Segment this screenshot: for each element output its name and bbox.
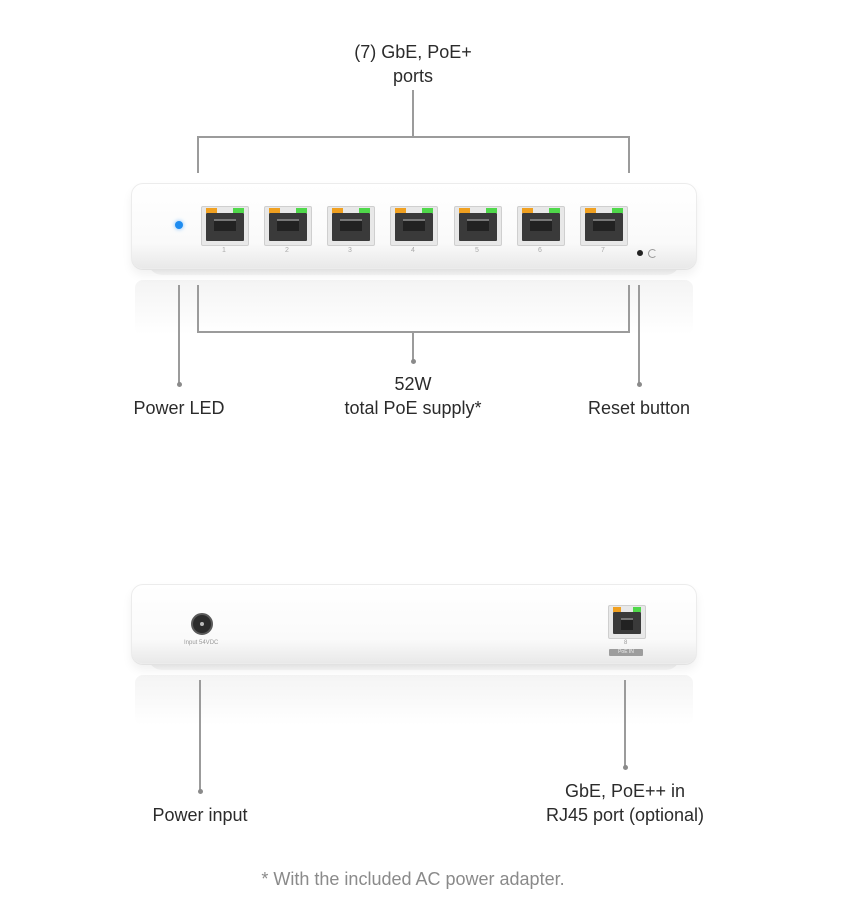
- power-input-small-label: Input 54VDC: [184, 640, 219, 646]
- power-led-callout-line: [178, 285, 180, 385]
- rj45-port-2: [264, 206, 312, 246]
- poe-bracket-left: [197, 285, 199, 332]
- poe-bracket-stem: [412, 331, 414, 361]
- uplink-label-line2: RJ45 port (optional): [545, 805, 705, 825]
- dc-power-jack: [191, 613, 213, 635]
- reset-button-hole: [637, 250, 643, 256]
- poe-supply-label: 52W total PoE supply*: [313, 372, 513, 420]
- power-led-callout-dot: [177, 382, 182, 387]
- ports-bracket-right: [628, 136, 630, 173]
- rj45-port-1: [201, 206, 249, 246]
- uplink-callout-dot: [623, 765, 628, 770]
- poe-supply-line1: 52W: [394, 374, 432, 394]
- rj45-port-4: [390, 206, 438, 246]
- ports-label: (7) GbE, PoE+ ports: [333, 40, 493, 88]
- poe-bracket-right: [628, 285, 630, 332]
- ports-bracket-stem: [412, 90, 414, 137]
- switch-back-reflection: [135, 675, 693, 725]
- port-number-5: 5: [475, 247, 479, 254]
- power-input-callout-line: [199, 680, 201, 792]
- ports-label-line2: ports: [392, 66, 434, 86]
- port-number-2: 2: [285, 247, 289, 254]
- rj45-port-5: [454, 206, 502, 246]
- switch-front-panel: 1 2 3 4 5 6 7: [131, 183, 697, 269]
- power-led-label: Power LED: [133, 398, 225, 418]
- power-input-label: Power input: [152, 805, 248, 825]
- port-number-4: 4: [411, 247, 415, 254]
- footnote: * With the included AC power adapter.: [261, 869, 565, 889]
- rj45-port-7: [580, 206, 628, 246]
- port-number-7: 7: [601, 247, 605, 254]
- port-number-3: 3: [348, 247, 352, 254]
- poe-bracket-dot: [411, 359, 416, 364]
- uplink-port-number: 8: [624, 640, 628, 646]
- reset-callout-dot: [637, 382, 642, 387]
- ports-label-line1: (7) GbE, PoE+: [354, 42, 472, 62]
- ports-bracket-left: [197, 136, 199, 173]
- power-input-callout-dot: [198, 789, 203, 794]
- reset-callout-line: [638, 285, 640, 385]
- uplink-callout-line: [624, 680, 626, 768]
- uplink-label-line1: GbE, PoE++ in: [564, 781, 686, 801]
- rj45-port-6: [517, 206, 565, 246]
- uplink-port-tag: PoE IN: [609, 649, 643, 656]
- port-number-1: 1: [222, 247, 226, 254]
- rj45-port-3: [327, 206, 375, 246]
- switch-front-reflection: [135, 280, 693, 335]
- poe-supply-line2: total PoE supply*: [344, 398, 482, 418]
- rj45-uplink-port: [608, 605, 646, 639]
- port-number-6: 6: [538, 247, 542, 254]
- reset-button-label: Reset button: [587, 398, 691, 418]
- switch-back-panel: Input 54VDC 8 PoE IN: [131, 584, 697, 664]
- reset-icon: [648, 249, 657, 258]
- ports-bracket-bar: [197, 136, 630, 138]
- uplink-port-label: GbE, PoE++ in RJ45 port (optional): [515, 779, 735, 827]
- power-led-indicator: [175, 221, 183, 229]
